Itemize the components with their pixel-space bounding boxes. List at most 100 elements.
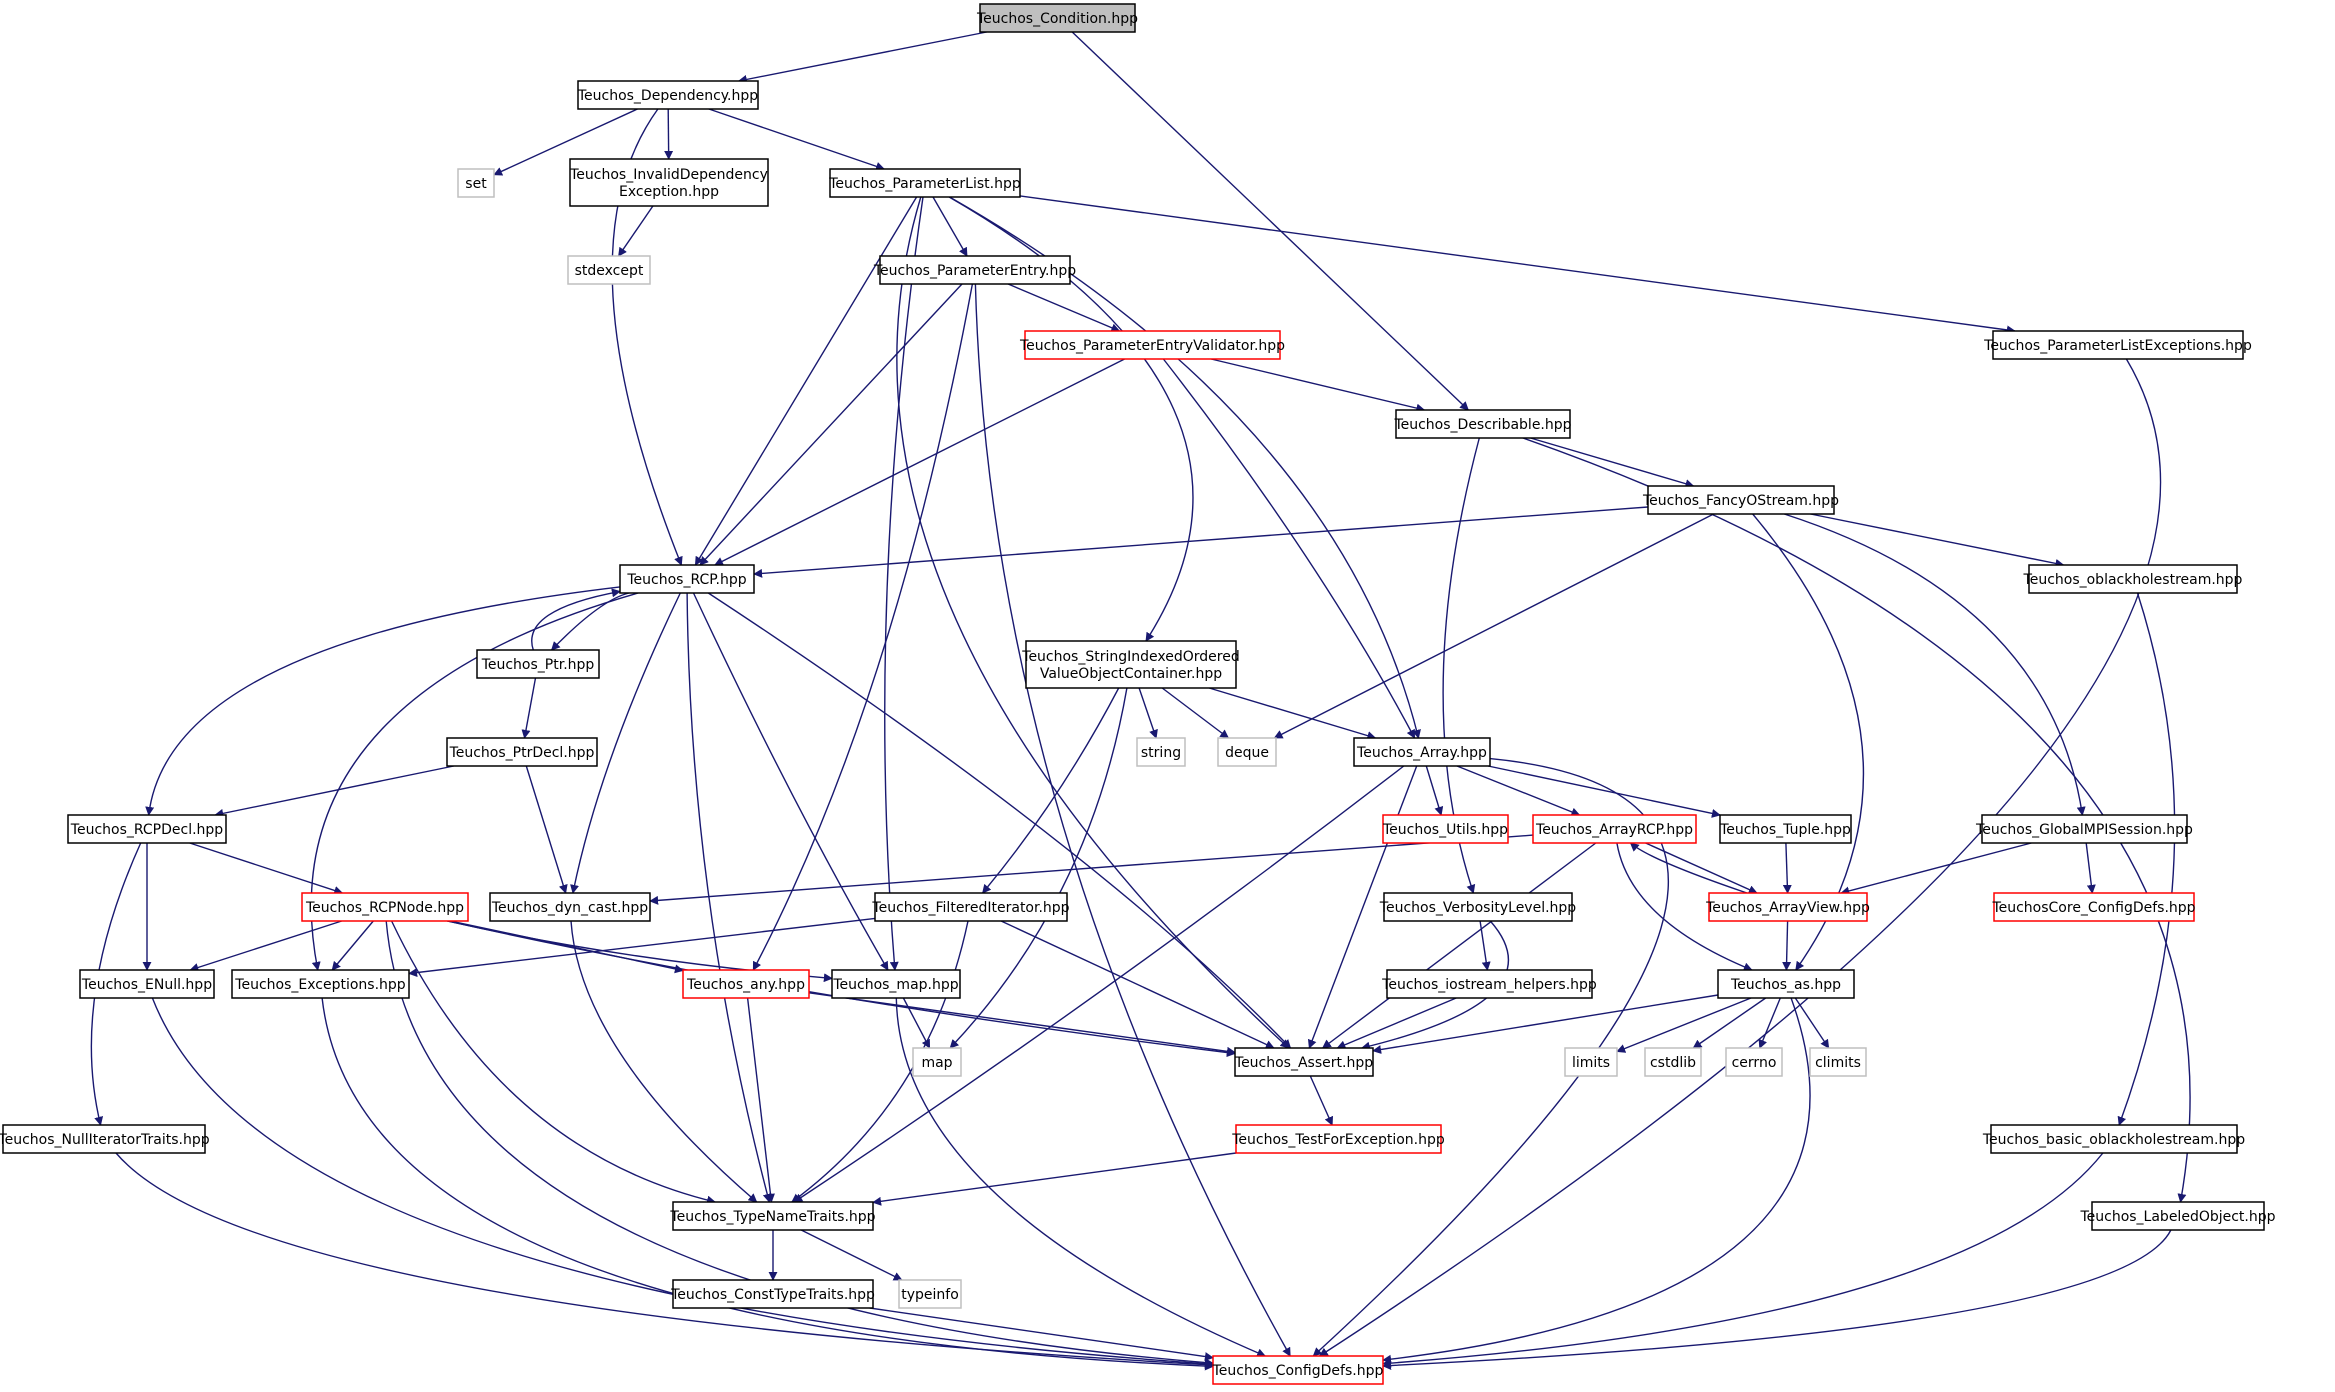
node-basicoblack[interactable]: Teuchos_basic_oblackholestream.hpp <box>1982 1124 2245 1154</box>
node-assert[interactable]: Teuchos_Assert.hpp <box>1234 1047 1374 1077</box>
edge-arrayview-to-arrayrcp <box>1629 842 1748 894</box>
edge-paramentry-to-any <box>752 283 974 971</box>
edge-arrayrcp-to-as <box>1616 842 1753 972</box>
edge-condition-to-describable <box>1071 31 1469 411</box>
edge-basicoblack-to-configdefs <box>1382 1152 2104 1368</box>
node-exceptions[interactable]: Teuchos_Exceptions.hpp <box>231 969 410 999</box>
edge-paramlist-to-rcp <box>694 196 918 566</box>
node-paramlist[interactable]: Teuchos_ParameterList.hpp <box>828 168 1021 198</box>
node-label: Teuchos_ArrayView.hpp <box>1705 900 1870 916</box>
node-box <box>457 168 495 198</box>
node-any[interactable]: Teuchos_any.hpp <box>682 969 810 999</box>
node-paramentry[interactable]: Teuchos_ParameterEntry.hpp <box>873 255 1076 285</box>
node-ptr[interactable]: Teuchos_Ptr.hpp <box>476 649 600 679</box>
edge-arrayrcp-to-arrayview <box>1645 842 1758 894</box>
node-rcpnode[interactable]: Teuchos_RCPNode.hpp <box>301 892 469 922</box>
node-box <box>1564 1047 1618 1077</box>
node-box <box>1719 814 1852 844</box>
node-label: Teuchos_ParameterListExceptions.hpp <box>1983 338 2252 354</box>
node-plexceptions[interactable]: Teuchos_ParameterListExceptions.hpp <box>1983 330 2252 360</box>
node-label: cstdlib <box>1650 1055 1696 1071</box>
edge-rcpnode-to-enull <box>189 920 342 972</box>
edge-arrayrcp-to-assert <box>1321 842 1597 1049</box>
node-map_hpp[interactable]: Teuchos_map.hpp <box>831 969 961 999</box>
node-label: Teuchos_ConfigDefs.hpp <box>1212 1363 1384 1379</box>
node-nulliter[interactable]: Teuchos_NullIteratorTraits.hpp <box>0 1124 210 1154</box>
node-label: ValueObjectContainer.hpp <box>1040 666 1222 682</box>
edge-rcp-to-assert <box>707 592 1292 1049</box>
node-consttypetraits[interactable]: Teuchos_ConstTypeTraits.hpp <box>670 1279 875 1309</box>
node-label: Teuchos_Utils.hpp <box>1382 822 1508 838</box>
node-iostream[interactable]: Teuchos_iostream_helpers.hpp <box>1381 969 1597 999</box>
node-verbosity[interactable]: Teuchos_VerbosityLevel.hpp <box>1379 892 1577 922</box>
edge-globalmpi-to-arrayview <box>1840 842 2032 896</box>
edge-rcp-to-dyncast <box>570 592 681 894</box>
node-label: Teuchos_Array.hpp <box>1356 745 1487 761</box>
node-coreconfig[interactable]: TeuchosCore_ConfigDefs.hpp <box>1991 892 2196 922</box>
node-label: Teuchos_ParameterEntry.hpp <box>873 263 1076 279</box>
edge-array-to-configdefs <box>1312 757 1669 1357</box>
node-pevalidator[interactable]: Teuchos_ParameterEntryValidator.hpp <box>1019 330 1285 360</box>
edge-as-to-limits <box>1616 997 1752 1053</box>
node-box <box>831 969 961 999</box>
node-box <box>1136 737 1186 767</box>
node-arrayview[interactable]: Teuchos_ArrayView.hpp <box>1705 892 1870 922</box>
node-rcp[interactable]: Teuchos_RCP.hpp <box>619 564 755 594</box>
edge-exceptions-to-configdefs <box>321 997 1214 1371</box>
node-utils[interactable]: Teuchos_Utils.hpp <box>1382 814 1509 844</box>
node-rcpdecl[interactable]: Teuchos_RCPDecl.hpp <box>67 814 227 844</box>
edge-ptrdecl-to-rcpdecl <box>214 765 454 818</box>
node-filtered[interactable]: Teuchos_FilteredIterator.hpp <box>871 892 1070 922</box>
node-configdefs[interactable]: Teuchos_ConfigDefs.hpp <box>1212 1355 1384 1385</box>
edge-oblackhole-to-basicoblack <box>2117 592 2176 1126</box>
node-label: Teuchos_ConstTypeTraits.hpp <box>670 1287 875 1303</box>
edge-describable-to-labeled <box>1522 437 2191 1203</box>
node-box <box>1532 814 1697 844</box>
node-label: cerrno <box>1732 1055 1777 1071</box>
edge-rcpnode-to-assert <box>447 920 1236 1057</box>
node-tuple[interactable]: Teuchos_Tuple.hpp <box>1719 814 1852 844</box>
node-dyncast[interactable]: Teuchos_dyn_cast.hpp <box>489 892 651 922</box>
node-stringindexed[interactable]: Teuchos_StringIndexedOrderedValueObjectC… <box>1021 640 1240 689</box>
node-ptrdecl[interactable]: Teuchos_PtrDecl.hpp <box>446 737 598 767</box>
node-condition[interactable]: Teuchos_Condition.hpp <box>976 3 1138 33</box>
node-label: Teuchos_ENull.hpp <box>81 977 212 993</box>
edge-tuple-to-arrayview <box>1782 842 1792 894</box>
node-box <box>1234 1047 1374 1077</box>
node-globalmpi[interactable]: Teuchos_GlobalMPISession.hpp <box>1975 814 2193 844</box>
node-labeled[interactable]: Teuchos_LabeledObject.hpp <box>2079 1201 2276 1231</box>
node-box <box>1981 814 2188 844</box>
node-fancyostream[interactable]: Teuchos_FancyOStream.hpp <box>1642 485 1839 515</box>
edge-arrayrcp-to-dyncast <box>649 834 1534 905</box>
node-label: Teuchos_Condition.hpp <box>976 11 1138 27</box>
node-label: Teuchos_InvalidDependency <box>569 167 768 183</box>
node-box <box>1725 1047 1783 1077</box>
edge-invaliddep-to-stdexcept <box>618 205 654 257</box>
node-typenametraits[interactable]: Teuchos_TypeNameTraits.hpp <box>669 1201 876 1231</box>
node-arrayrcp[interactable]: Teuchos_ArrayRCP.hpp <box>1532 814 1697 844</box>
node-box <box>1717 969 1855 999</box>
edge-pevalidator-to-array <box>1162 358 1416 739</box>
node-describable[interactable]: Teuchos_Describable.hpp <box>1393 409 1572 439</box>
edge-array-to-utils <box>1425 765 1444 816</box>
edge-dependency-to-invaliddep <box>664 108 674 160</box>
node-label: set <box>465 176 487 192</box>
node-label: typeinfo <box>901 1287 959 1303</box>
edge-array-to-tuple <box>1487 765 1721 818</box>
node-array[interactable]: Teuchos_Array.hpp <box>1353 737 1491 767</box>
edge-as-to-cstdlib <box>1692 997 1767 1049</box>
node-dependency[interactable]: Teuchos_Dependency.hpp <box>577 80 759 110</box>
edge-stringindexed-to-string <box>1138 687 1158 739</box>
edge-filtered-to-typenametraits <box>791 920 969 1203</box>
node-label: Teuchos_Assert.hpp <box>1234 1055 1373 1071</box>
edge-globalmpi-to-coreconfig <box>2085 842 2096 894</box>
node-climits: climits <box>1809 1047 1867 1077</box>
node-testforexc[interactable]: Teuchos_TestForException.hpp <box>1231 1124 1445 1154</box>
node-oblackhole[interactable]: Teuchos_oblackholestream.hpp <box>2023 564 2243 594</box>
node-enull[interactable]: Teuchos_ENull.hpp <box>79 969 215 999</box>
edge-as-to-climits <box>1794 997 1830 1049</box>
node-as[interactable]: Teuchos_as.hpp <box>1717 969 1855 999</box>
node-label: TeuchosCore_ConfigDefs.hpp <box>1991 900 2195 916</box>
node-box <box>1992 330 2244 360</box>
